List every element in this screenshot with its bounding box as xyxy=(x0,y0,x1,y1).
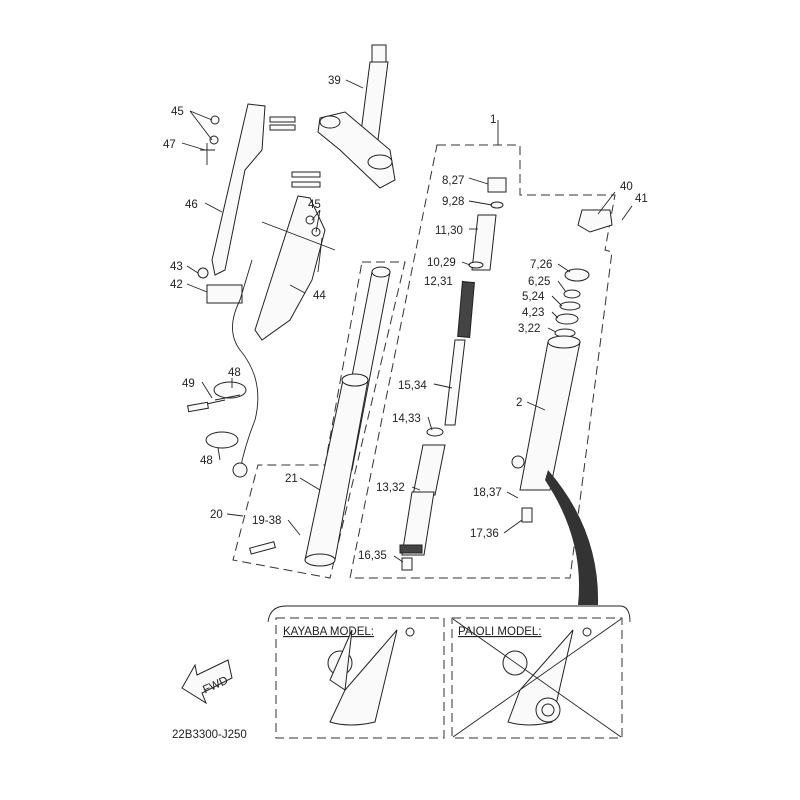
callout-9-28: 9,28 xyxy=(442,196,464,208)
model-inset: KAYABA MODEL: PAIOLI MODEL: xyxy=(267,605,631,739)
steering-stem xyxy=(269,44,396,189)
paioli-fork-bottom xyxy=(452,618,622,738)
callout-12-31: 12,31 xyxy=(424,276,453,288)
callout-5-24: 5,24 xyxy=(522,291,545,303)
callout-8-27: 8,27 xyxy=(442,175,464,187)
callout-11-30: 11,30 xyxy=(435,225,463,237)
callout-16-35: 16,35 xyxy=(358,550,387,562)
callout-18-37: 18,37 xyxy=(473,487,502,499)
assembly-box-1 xyxy=(349,144,616,579)
callout-48: 48 xyxy=(228,367,241,379)
callout-15-34: 15,34 xyxy=(398,380,427,392)
hose-clamp xyxy=(205,431,239,449)
callout-21: 21 xyxy=(285,473,298,485)
callout-13-32: 13,32 xyxy=(376,482,405,494)
callout-41: 41 xyxy=(635,193,648,205)
callout-10-29: 10,29 xyxy=(427,257,456,269)
callout-42: 42 xyxy=(170,279,183,291)
brake-hose xyxy=(232,259,259,471)
leader-lines xyxy=(181,79,633,563)
callout-3-22: 3,22 xyxy=(518,323,540,335)
fork-tube-left xyxy=(249,266,391,567)
callout-7-26: 7,26 xyxy=(530,259,552,271)
callout-14-33: 14,33 xyxy=(392,413,421,425)
callout-17-36: 17,36 xyxy=(470,528,499,540)
kayaba-fork-bottom xyxy=(327,627,415,726)
callout-6-25: 6,25 xyxy=(528,276,550,288)
damper-parts xyxy=(399,177,507,571)
cross-out-mark xyxy=(452,618,622,738)
fork-guard-right xyxy=(254,195,326,341)
callout-46: 46 xyxy=(185,199,198,211)
fork-tube-right xyxy=(511,209,613,523)
bolts xyxy=(197,115,336,304)
callout-47: 47 xyxy=(163,139,176,151)
fwd-arrow-icon: FWD xyxy=(181,659,233,705)
hose-clamp xyxy=(213,381,247,399)
detail-pointer xyxy=(545,470,599,605)
callout-39: 39 xyxy=(328,75,341,87)
callout-20: 20 xyxy=(210,509,223,521)
callout-2: 2 xyxy=(516,397,522,409)
kayaba-model-label: KAYABA MODEL: xyxy=(283,626,374,638)
callout-1: 1 xyxy=(490,114,496,126)
callout-45: 45 xyxy=(171,106,184,118)
hose-fitting xyxy=(232,462,248,478)
diagram-code: 22B3300-J250 xyxy=(172,729,247,741)
callout-43: 43 xyxy=(170,261,183,273)
callout-49: 49 xyxy=(182,378,195,390)
fork-guard-left xyxy=(211,103,266,276)
paioli-model-label: PAIOLI MODEL: xyxy=(458,626,542,638)
callout-40: 40 xyxy=(620,181,633,193)
callout-4-23: 4,23 xyxy=(522,307,544,319)
callout-48: 48 xyxy=(200,455,213,467)
callout-19-38: 19-38 xyxy=(252,515,281,527)
callout-45: 45 xyxy=(308,199,321,211)
callout-44: 44 xyxy=(313,290,326,302)
callout-labels: 39 45 47 46 45 43 42 44 1 8,27 9,28 11,3… xyxy=(163,75,648,562)
